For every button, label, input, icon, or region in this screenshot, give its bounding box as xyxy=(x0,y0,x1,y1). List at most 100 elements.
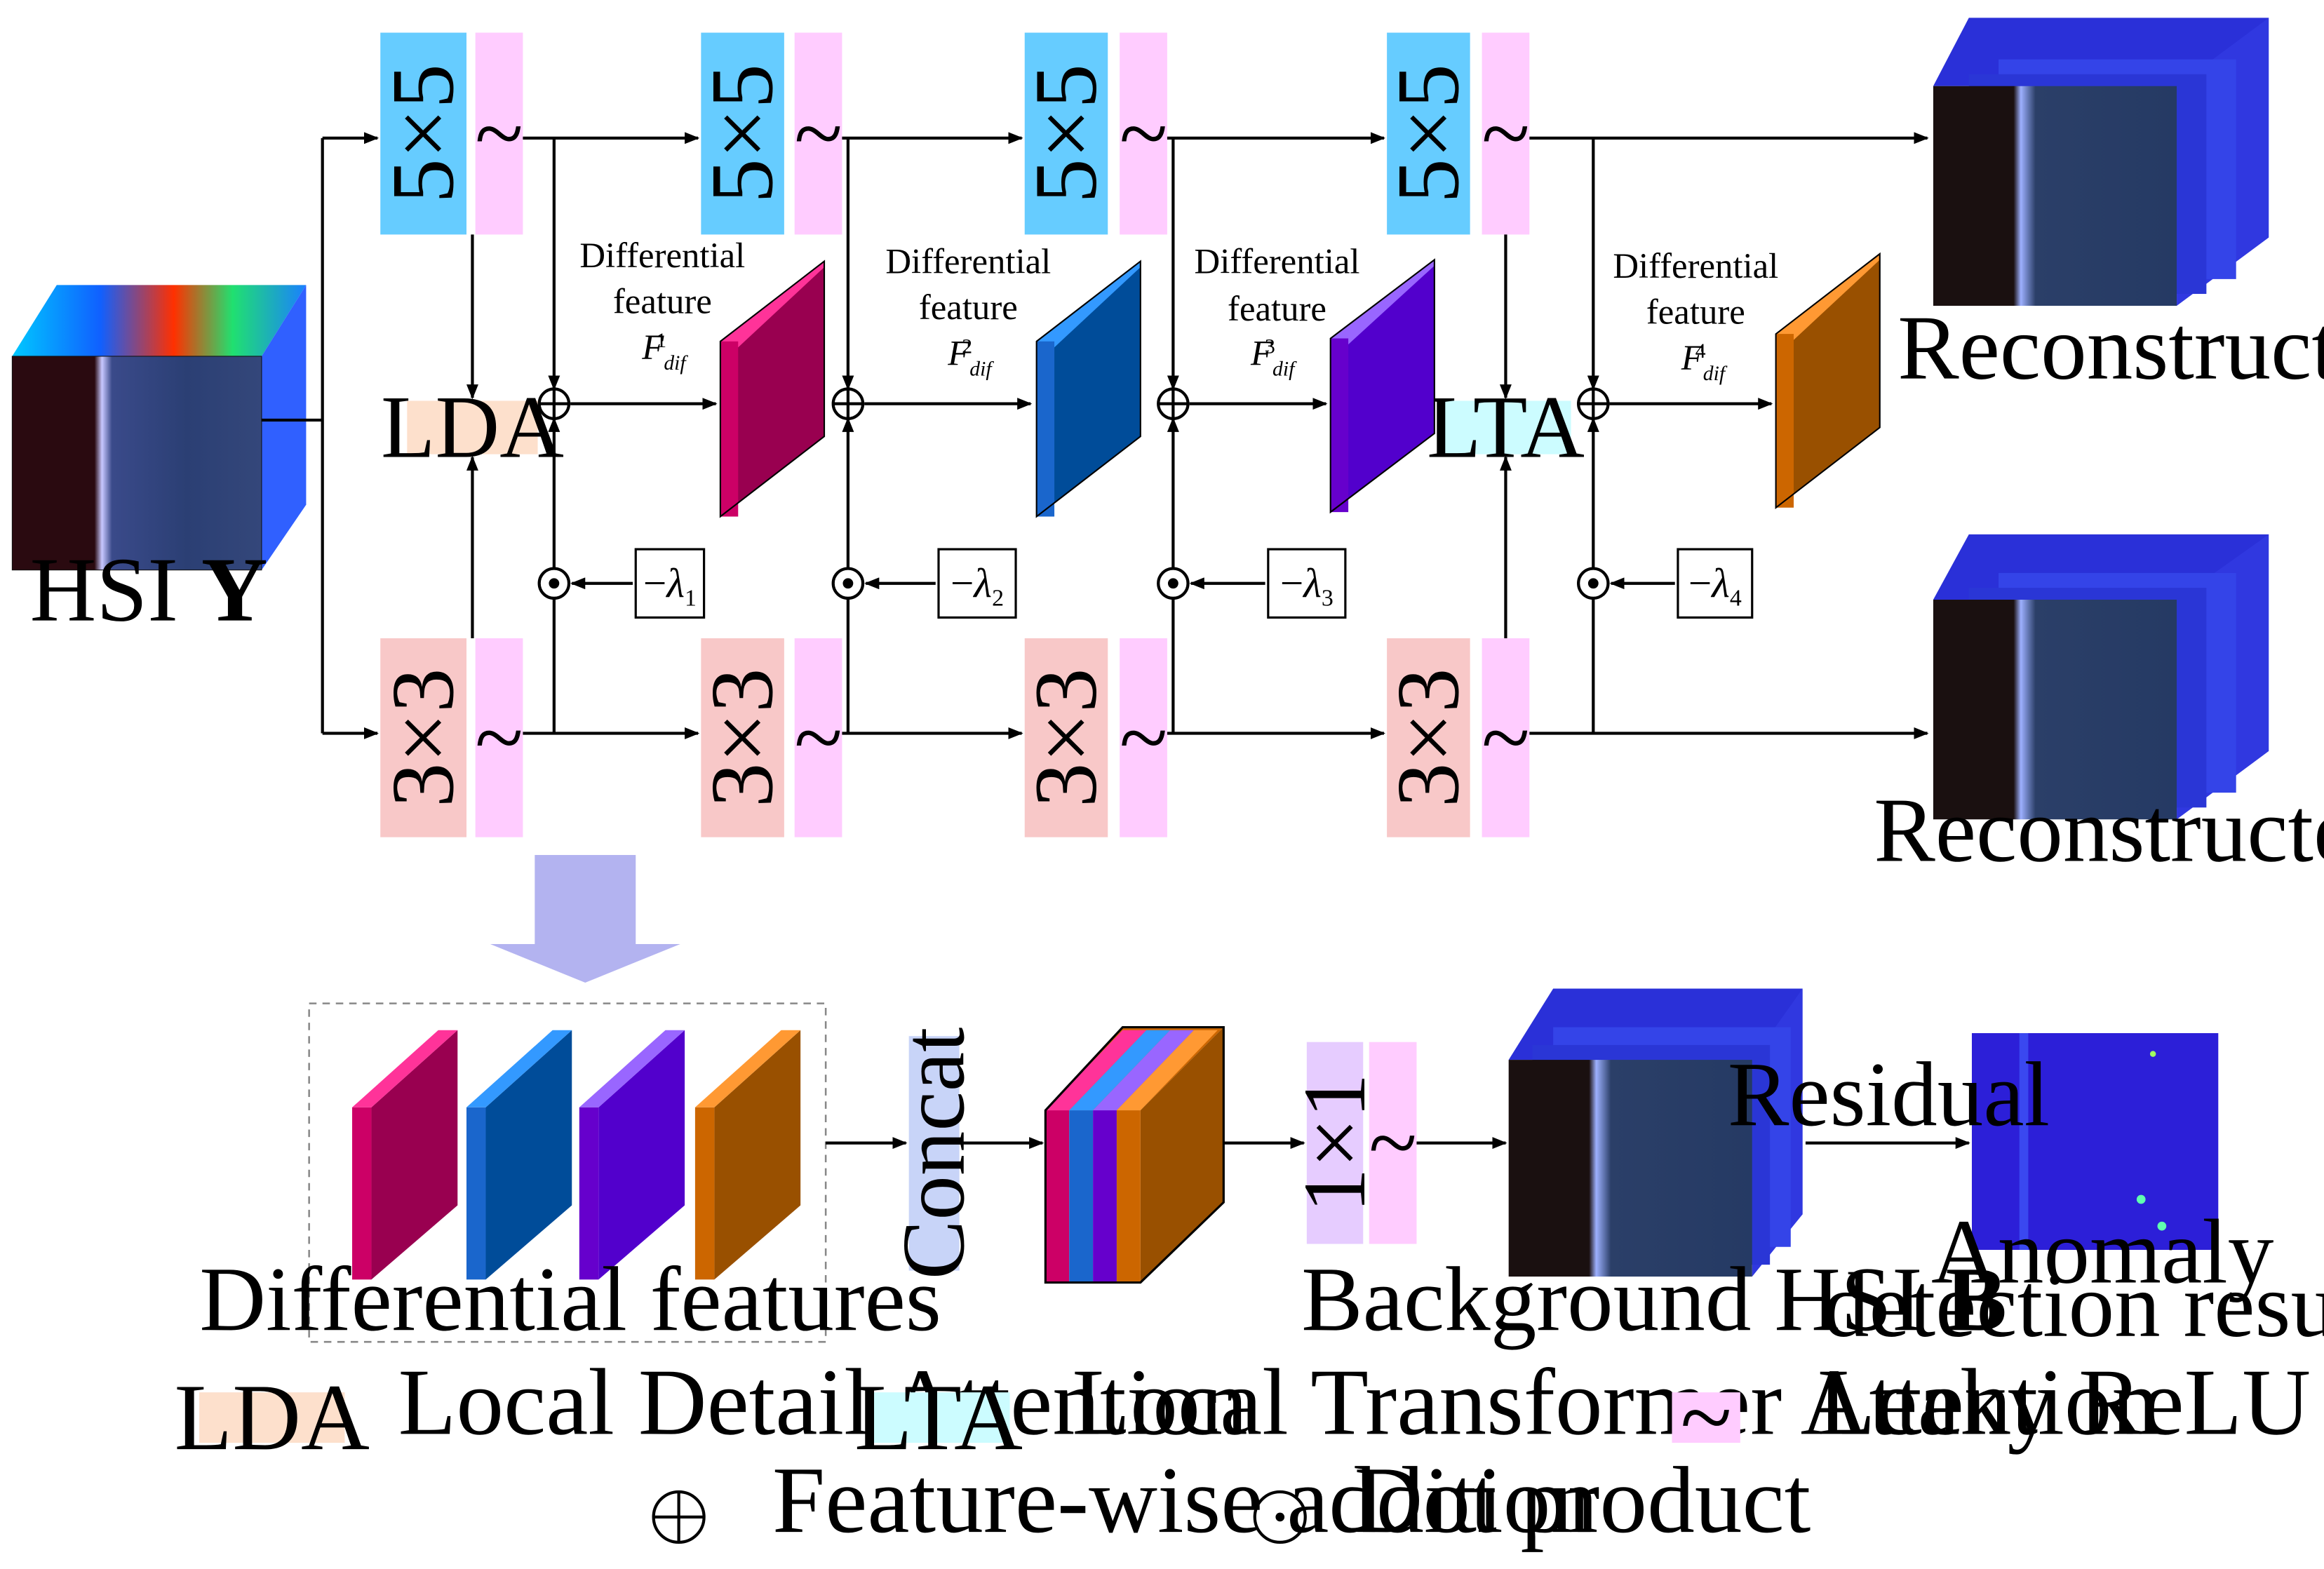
relu-label-top-2: ~ xyxy=(794,84,842,182)
relu-label-top-3: ~ xyxy=(1120,84,1168,182)
conv1-block xyxy=(1306,1042,1364,1244)
relu-block-bottom-3 xyxy=(1120,638,1167,837)
conv3-block-4 xyxy=(1387,638,1470,837)
diff-feature-slab-1 xyxy=(719,260,826,518)
conv3-block-3 xyxy=(1024,638,1108,837)
relu-label-bottom-3: ~ xyxy=(1120,689,1168,787)
background-hsi-stack xyxy=(1508,988,1803,1277)
output-label-y1: Reconstructed HSI Y1 xyxy=(1898,297,2324,399)
lambda-box-2 xyxy=(937,548,1017,619)
input-hsi-cube xyxy=(11,285,307,571)
dot-node-1 xyxy=(537,567,571,600)
anomaly-label-line1: Anomaly xyxy=(1931,1201,2274,1303)
legend-add-icon xyxy=(652,1490,706,1544)
diff-symbol-2: Fdif2 xyxy=(947,334,994,381)
concat-label: Concat xyxy=(885,1028,983,1280)
conv5-label-3: 5×5 xyxy=(1017,64,1115,203)
input-branch-lines xyxy=(261,132,380,739)
concatenated-features xyxy=(1044,1025,1225,1284)
legend-dot-text: Dot product xyxy=(1355,1448,1811,1553)
legend-lta-swatch xyxy=(867,1392,1010,1443)
lambda-label-3: −λ3 xyxy=(1280,560,1334,612)
legend-lta-key: LTA xyxy=(854,1365,1023,1470)
conv5-label-2: 5×5 xyxy=(694,64,792,203)
legend-dot-icon xyxy=(1253,1490,1307,1544)
add-node-2 xyxy=(831,387,865,420)
bottom-feature-2 xyxy=(466,1030,572,1280)
lambda-label-4: −λ4 xyxy=(1688,560,1742,612)
conv5-block-2 xyxy=(701,32,784,235)
diff-features-box xyxy=(308,1002,827,1343)
background-label: Background HSI B xyxy=(1301,1248,2007,1350)
relu-label-top-1: ~ xyxy=(475,84,523,182)
anomaly-label-line2: detection result xyxy=(1823,1255,2324,1356)
relu-label-bottom-2: ~ xyxy=(794,689,842,787)
output-label-y2: Reconstructed HSI Y2 xyxy=(1874,779,2324,881)
legend-relu-text: Leaky ReLU xyxy=(1818,1349,2311,1455)
diff-label-3-line2: feature xyxy=(1228,289,1326,328)
lambda-label-2: −λ2 xyxy=(951,560,1004,612)
bottom-feature-3 xyxy=(579,1030,685,1280)
bottom-feature-4 xyxy=(694,1030,801,1280)
diff-feature-slab-2 xyxy=(1035,260,1141,518)
conv5-label-1: 5×5 xyxy=(375,64,473,203)
conv5-block-1 xyxy=(380,32,466,235)
diff-label-4-line2: feature xyxy=(1646,292,1745,331)
anomaly-point-1 xyxy=(2149,1051,2156,1057)
bottom-feature-1 xyxy=(352,1030,458,1280)
anomaly-map xyxy=(1971,1032,2219,1250)
connection-lines xyxy=(466,132,1929,739)
legend: LDA Local Detail Attention LTA Local Tra… xyxy=(175,1349,2311,1553)
relu-label-top-4: ~ xyxy=(1482,84,1530,182)
diff-feature-slab-3 xyxy=(1329,258,1435,514)
bottom-conv-row xyxy=(380,638,1530,837)
dot-node-2 xyxy=(831,567,865,600)
relu-label-final: ~ xyxy=(1369,1094,1417,1192)
add-node-4 xyxy=(1577,387,1610,420)
anomaly-point-2 xyxy=(2136,1194,2146,1204)
anomaly-map-streak xyxy=(2019,1032,2029,1250)
anomaly-point-3 xyxy=(2157,1221,2167,1231)
dot-node-4 xyxy=(1577,567,1610,600)
legend-lda-text: Local Detail Attention xyxy=(398,1349,1248,1455)
dot-node-3 xyxy=(1157,567,1190,600)
top-conv-row xyxy=(380,32,1530,235)
legend-relu-swatch xyxy=(1672,1392,1740,1443)
legend-lda-swatch xyxy=(199,1392,345,1443)
relu-block-bottom-2 xyxy=(794,638,842,837)
relu-label-bottom-1: ~ xyxy=(475,689,523,787)
diff-label-1-line1: Differential xyxy=(579,236,745,275)
conv3-block-2 xyxy=(701,638,784,837)
lambda-box-4 xyxy=(1677,548,1754,619)
diff-features-label: Differential features xyxy=(199,1248,941,1350)
add-node-3 xyxy=(1157,387,1190,420)
conv3-label-4: 3×3 xyxy=(1379,668,1477,808)
legend-lda-key: LDA xyxy=(175,1365,370,1470)
diff-symbol-3: Fdif3 xyxy=(1250,334,1297,381)
relu-block-final xyxy=(1369,1042,1417,1244)
conv5-label-4: 5×5 xyxy=(1379,64,1477,203)
relu-label-bottom-4: ~ xyxy=(1482,689,1530,787)
concat-block xyxy=(908,1036,960,1271)
diff-symbol-4: Fdif4 xyxy=(1681,338,1728,385)
diff-label-1-line2: feature xyxy=(613,282,712,321)
diff-label-2-line2: feature xyxy=(919,288,1018,327)
conv5-block-3 xyxy=(1024,32,1108,235)
lambda-box-1 xyxy=(634,548,706,619)
legend-add-text: Feature-wise addition xyxy=(772,1448,1598,1553)
residual-label: Residual xyxy=(1728,1044,2050,1145)
legend-relu-key: ~ xyxy=(1681,1365,1732,1470)
input-label: HSI Y xyxy=(30,539,268,641)
diff-label-3-line1: Differential xyxy=(1195,241,1360,281)
relu-block-bottom-4 xyxy=(1482,638,1530,837)
diff-symbol-1: Fdif1 xyxy=(641,328,688,375)
diff-label-2-line1: Differential xyxy=(885,241,1051,281)
expand-arrow xyxy=(490,855,680,983)
conv3-label-1: 3×3 xyxy=(375,668,473,808)
conv5-block-4 xyxy=(1387,32,1470,235)
lambda-label-1: −λ1 xyxy=(643,560,697,612)
conv3-block-1 xyxy=(380,638,466,837)
output-stack-y1 xyxy=(1933,18,2269,306)
relu-block-top-3 xyxy=(1120,32,1167,235)
